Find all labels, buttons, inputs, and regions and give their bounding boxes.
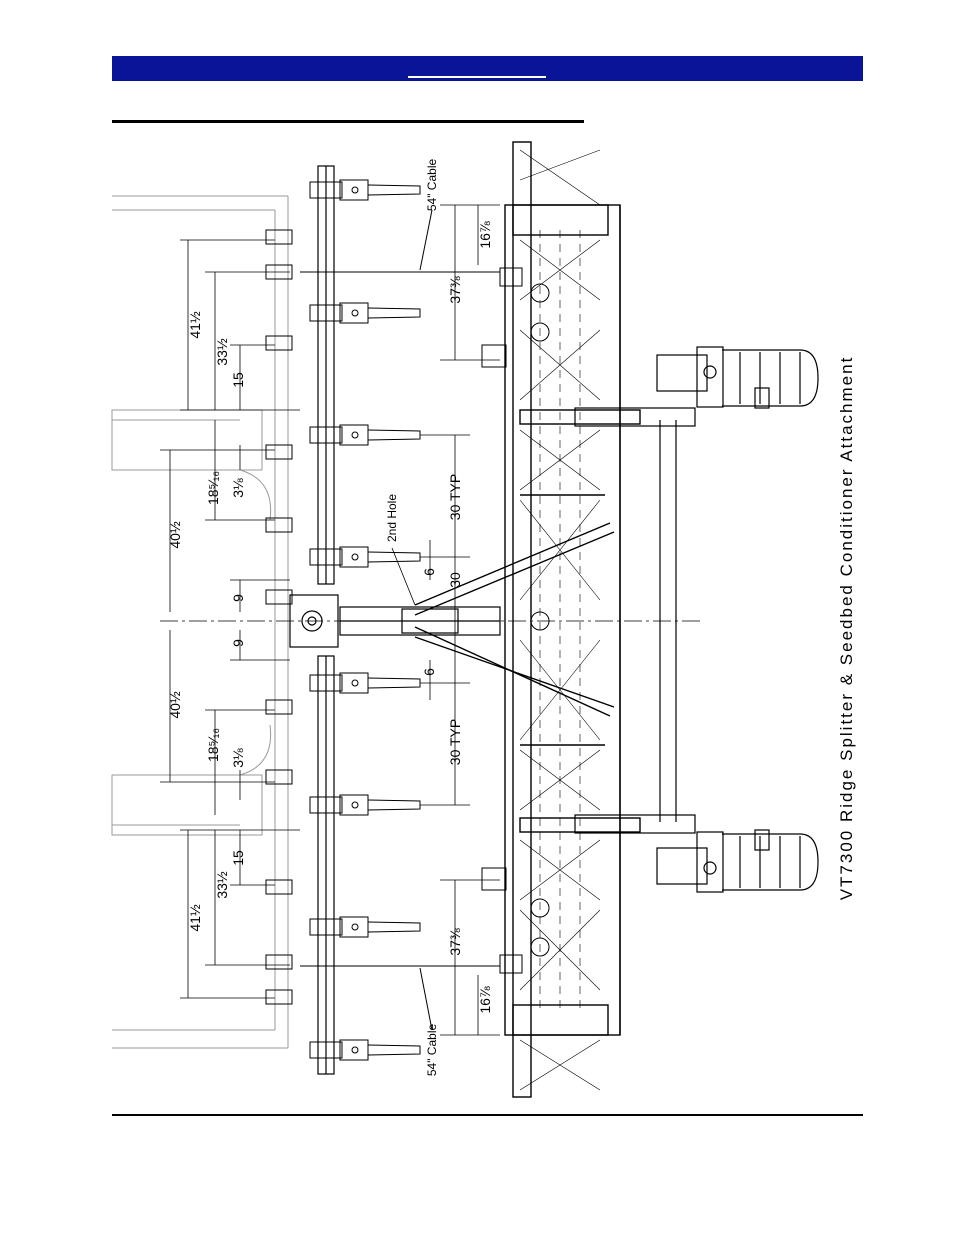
callout-labels: 54" Cable 54" Cable 2nd Hole [385, 159, 439, 1077]
dim-3-top: 3⅛ [230, 478, 246, 498]
dim-30typ-bottom: 30 TYP [447, 719, 463, 765]
reel-hatching [520, 150, 600, 1090]
rear-frame [505, 142, 640, 1097]
dim-41-top: 41½ [187, 311, 203, 339]
cables [300, 210, 500, 1030]
dim-33-bottom: 33½ [214, 871, 230, 899]
dim-37-top: 37⅜ [447, 276, 463, 304]
dim-40-bottom: 40½ [167, 691, 183, 719]
footer-rule [112, 1114, 863, 1116]
hole-label: 2nd Hole [385, 494, 399, 542]
dim-16-bottom: 16⅞ [477, 986, 493, 1014]
dimension-lines [160, 205, 500, 1035]
dim-30-center: 30 [447, 572, 463, 588]
dim-40-top: 40½ [167, 521, 183, 549]
dim-33-top: 33½ [214, 338, 230, 366]
hole-leader [392, 548, 415, 605]
dim-37-bottom: 37⅜ [447, 928, 463, 956]
dim-16-top: 16⅞ [477, 221, 493, 249]
dim-15-bottom: 15 [230, 850, 246, 866]
dim-6-bottom: 6 [421, 668, 437, 676]
dim-30typ-top: 30 TYP [447, 474, 463, 520]
dim-9-top: 9 [230, 594, 246, 602]
cable-label-top: 54" Cable [425, 159, 439, 212]
dim-3-bottom: 3⅛ [230, 748, 246, 768]
drawing-title: VT7300 Ridge Splitter & Seedbed Conditio… [837, 356, 856, 901]
dim-15-top: 15 [230, 372, 246, 388]
dim-9-bottom: 9 [230, 639, 246, 647]
front-toolbar [318, 166, 334, 1074]
dimension-labels: 41½ 33½ 15 18⁵⁄₁₆ 3⅛ 40½ 9 9 40½ 18⁵⁄₁₆ … [167, 221, 493, 1014]
dim-18-5-top: 18⁵⁄₁₆ [205, 471, 221, 505]
dim-41-bottom: 41½ [187, 904, 203, 932]
dim-18-5-bottom: 18⁵⁄₁₆ [205, 728, 221, 762]
dim-6-top: 6 [421, 568, 437, 576]
gauge-wheel-assemblies [575, 347, 818, 892]
drawbar [290, 595, 500, 647]
cable-label-bottom: 54" Cable [425, 1024, 439, 1077]
v-braces [415, 523, 614, 716]
